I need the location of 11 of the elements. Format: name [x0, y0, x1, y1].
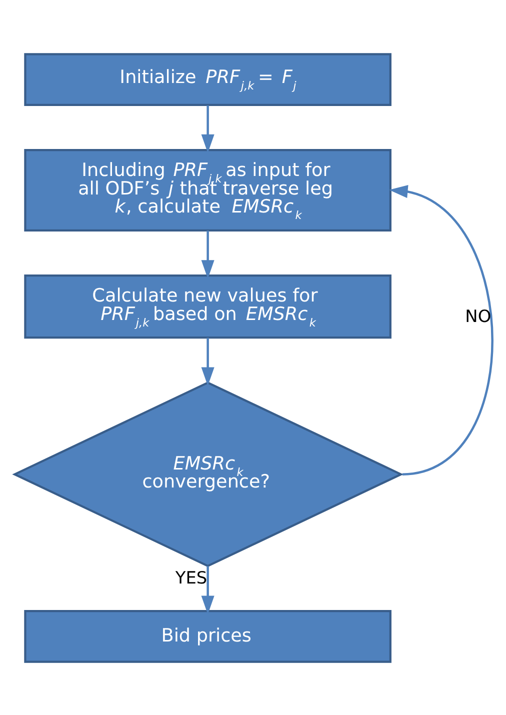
edge-label: NO [464, 306, 491, 326]
arrow [388, 184, 493, 475]
node-diamond: EMSRc$_{k}$ convergence? [12, 381, 403, 567]
edge-label: YES [174, 567, 207, 588]
node-box: Calculate new values for PRF$_{j,k}$ based on EMSRc$_{k}$ [24, 274, 391, 338]
arrow [200, 230, 214, 278]
arrow [200, 337, 214, 386]
node-box: Bid prices [24, 610, 391, 662]
node-box: Initialize PRF$_{j,k}$ = F$_{j}$ [24, 52, 391, 106]
arrow [200, 104, 214, 153]
arrow [200, 566, 214, 614]
